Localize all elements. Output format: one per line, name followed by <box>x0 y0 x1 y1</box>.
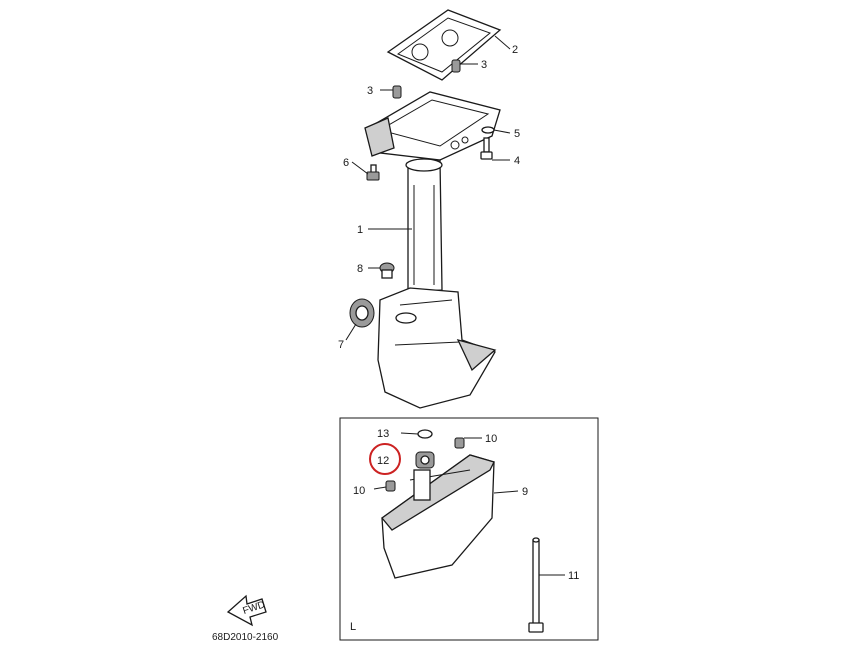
highlight-circle <box>369 443 401 475</box>
bolt-part <box>366 164 380 181</box>
callout-labels: 2 3 3 5 4 6 1 8 7 13 10 12 10 9 11 <box>338 44 579 582</box>
callout-11: 11 <box>568 570 579 582</box>
bolt-part <box>480 137 493 160</box>
callout-12: 12 <box>377 455 389 467</box>
exhaust-guide-part <box>364 91 501 161</box>
circlip-part <box>417 429 433 439</box>
bearing-part <box>415 451 435 469</box>
seal-part <box>349 298 375 328</box>
callout-7: 7 <box>338 339 344 351</box>
gasket-part <box>386 9 502 81</box>
callout-10: 10 <box>353 485 365 497</box>
callout-13: 13 <box>377 428 389 440</box>
callout-4: 4 <box>514 155 520 167</box>
grommet-part <box>379 262 395 279</box>
fwd-arrow-icon: FWD <box>226 594 267 627</box>
callout-10: 10 <box>485 433 497 445</box>
dowel-pin-part <box>385 480 396 492</box>
pin-part <box>392 85 402 99</box>
diagram-code: 68D2010-2160 <box>212 632 279 643</box>
pin-part <box>451 59 461 73</box>
exhaust-tube-part <box>405 158 443 293</box>
dowel-pin-part <box>454 437 465 449</box>
callout-9: 9 <box>522 486 528 498</box>
callout-1: 1 <box>357 224 363 236</box>
callout-6: 6 <box>343 157 349 169</box>
inset-frame <box>339 417 599 641</box>
callout-3: 3 <box>481 59 487 71</box>
upper-casing-part <box>377 287 497 409</box>
inset-corner-label: L <box>350 621 356 633</box>
lower-casing-part <box>381 454 495 579</box>
washer-part <box>481 126 495 134</box>
callout-3: 3 <box>367 85 373 97</box>
leader-lines <box>345 35 565 576</box>
callout-8: 8 <box>357 263 363 275</box>
callout-5: 5 <box>514 128 520 140</box>
callout-2: 2 <box>512 44 518 56</box>
long-bolt-part <box>528 537 544 633</box>
